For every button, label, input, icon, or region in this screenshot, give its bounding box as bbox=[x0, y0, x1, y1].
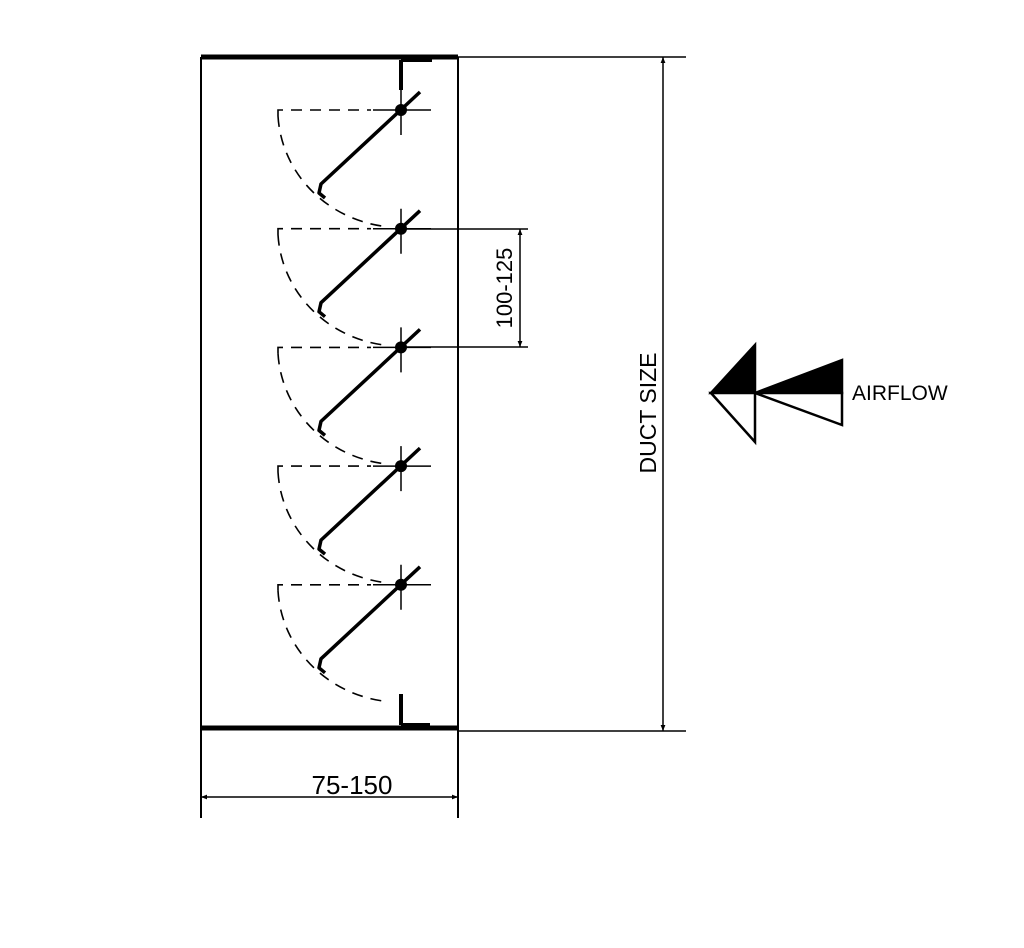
frame-depth-label: 75-150 bbox=[312, 770, 393, 800]
blade-open-position bbox=[277, 227, 388, 347]
damper-blade bbox=[317, 446, 422, 556]
duct-size-dimension bbox=[458, 56, 686, 732]
damper-blade bbox=[317, 565, 422, 675]
blade-pivot bbox=[395, 460, 407, 473]
damper-blade bbox=[317, 209, 422, 319]
blade-pivot bbox=[395, 104, 407, 116]
damper-frame bbox=[200, 54, 459, 818]
airflow-label: AIRFLOW bbox=[852, 382, 948, 405]
blade-open-position bbox=[277, 584, 388, 703]
blade-open-position bbox=[277, 109, 388, 228]
blade-open-position bbox=[277, 465, 388, 584]
duct-size-label: DUCT SIZE bbox=[635, 353, 661, 474]
blade-pitch-dimension bbox=[401, 228, 528, 348]
blade-open-position bbox=[277, 346, 388, 465]
damper-blades bbox=[277, 90, 431, 703]
airflow-arrow-icon bbox=[708, 341, 844, 446]
blade-pitch-label: 100-125 bbox=[492, 248, 517, 329]
blade-pivot bbox=[395, 578, 407, 591]
damper-blade bbox=[317, 328, 422, 437]
damper-blade bbox=[317, 90, 422, 200]
